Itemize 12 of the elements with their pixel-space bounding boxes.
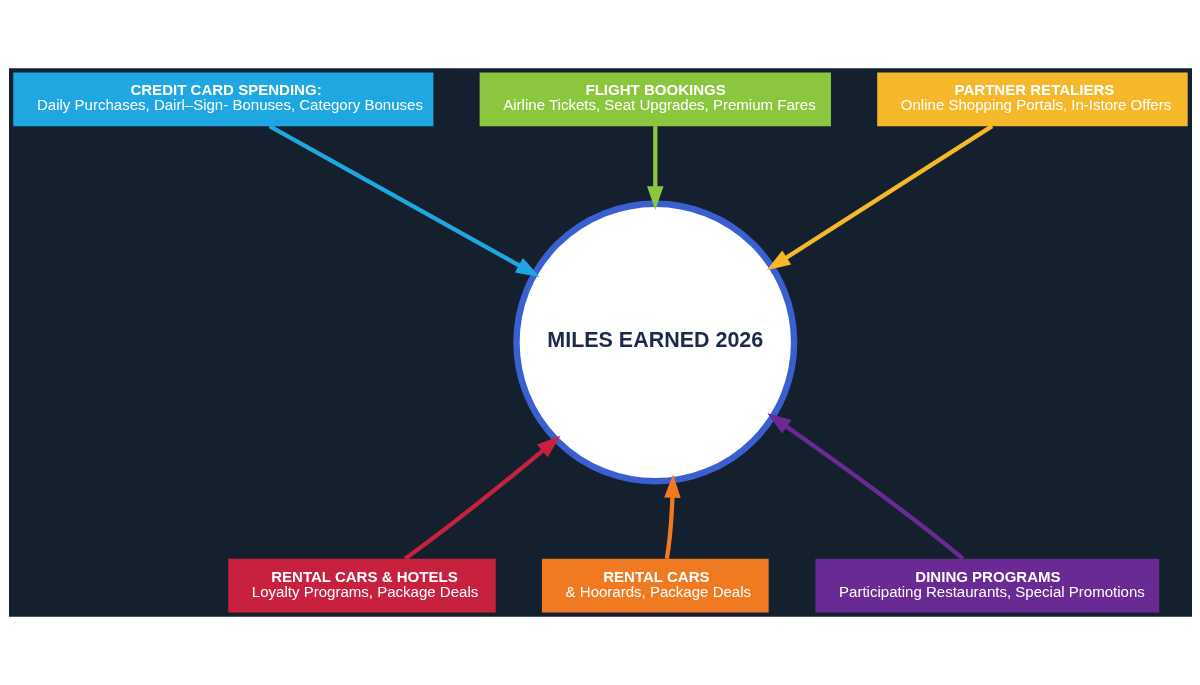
arrow [403,435,560,561]
node-box: RENTAL CARS & Hoorards, Package Deals [541,558,769,613]
node-box: PARTNER RETALIERS Online Shopping Portals, In-Istore Offers [876,72,1188,127]
arrow [646,126,664,210]
node-box: DINING PROGRAMS Participating Restaurants, Special Promotions [814,558,1159,613]
arrow [766,124,993,271]
node-box: CREDIT CARD SPENDING: Daily Purchases, Dairl–Sign- Bonuses, Category Bonuses [12,72,433,127]
node-box: RENTAL CARS & HOTELS Loyalty Programs, Package Deals [227,558,496,613]
arrow [766,413,964,561]
arrow [663,474,681,559]
node-box: FLIGHT BOOKINGS Airline Tickets, Seat Upgrades, Premium Fares [479,72,831,127]
arrow [268,124,540,277]
